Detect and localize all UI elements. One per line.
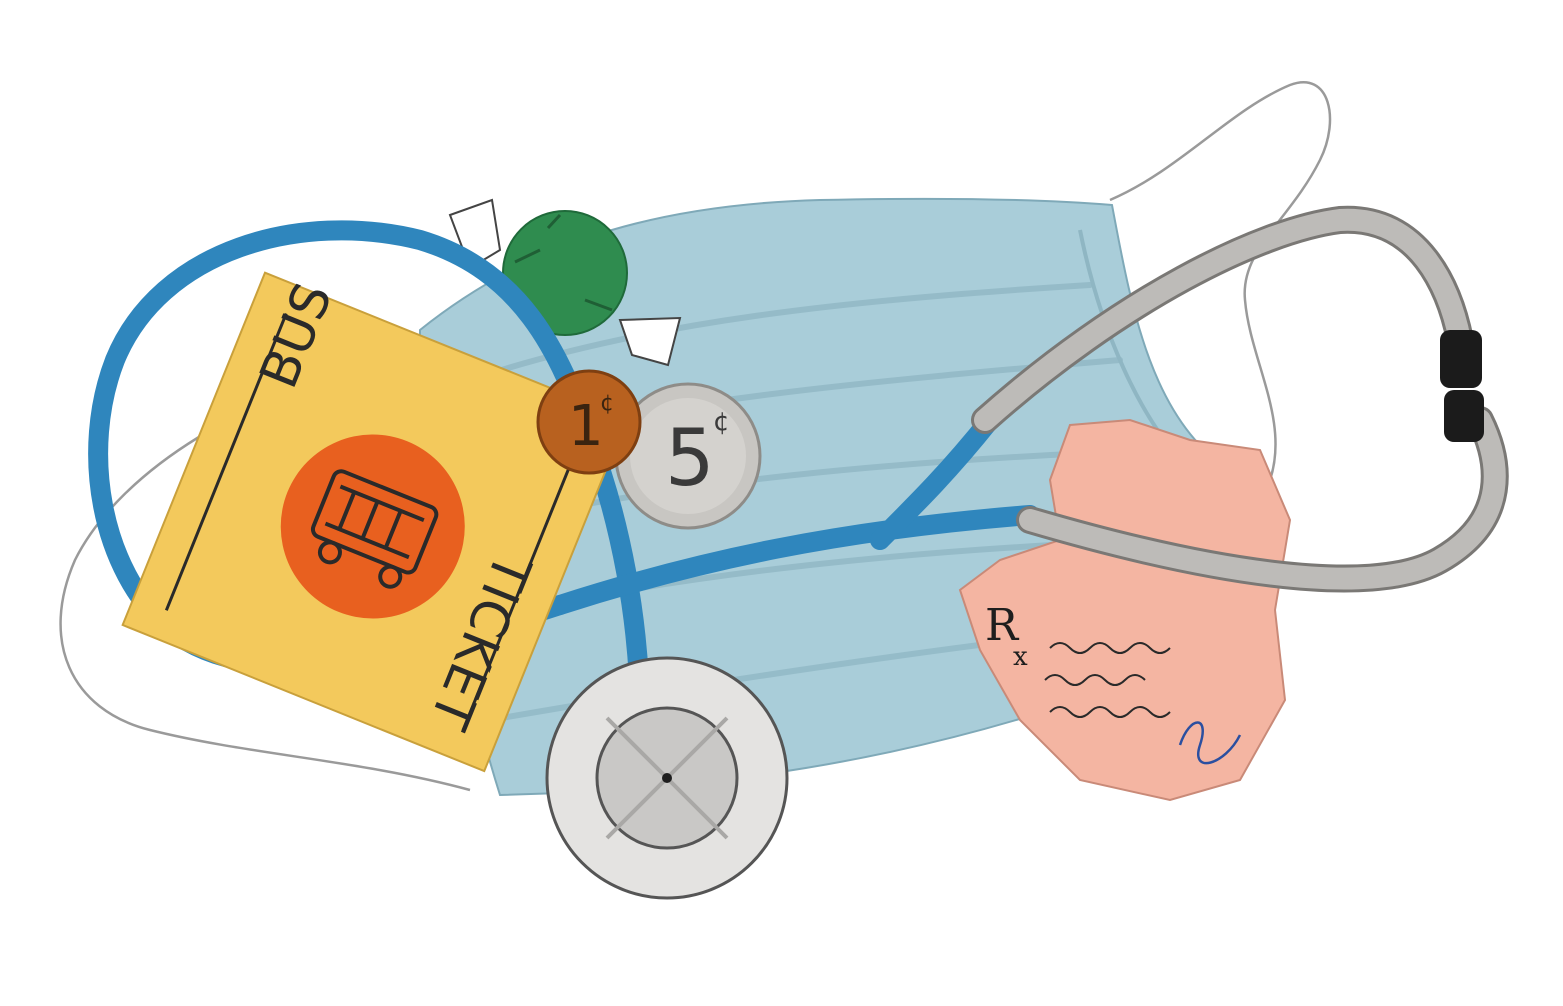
penny-value: 1: [568, 394, 604, 459]
nickel-unit: ¢: [713, 407, 730, 437]
stethoscope-chestpiece: [545, 656, 789, 900]
rx-symbol-sub: x: [1013, 642, 1028, 672]
penny-coin: 1 ¢: [536, 369, 642, 475]
ticket-bus-circle: [280, 434, 465, 619]
rx-symbol: R: [985, 600, 1020, 651]
bus-ticket: BUS TICKET: [121, 271, 628, 773]
penny-unit: ¢: [600, 391, 614, 416]
prescription-note: R x: [958, 418, 1292, 802]
nickel-coin: 5 ¢: [614, 382, 762, 530]
bus-icon: [310, 469, 439, 589]
nickel-value: 5: [665, 414, 715, 504]
earpiece-icon: [1440, 330, 1484, 442]
stethoscope-binaurals: [971, 205, 1509, 593]
prescription-scribbles: [1044, 642, 1242, 765]
